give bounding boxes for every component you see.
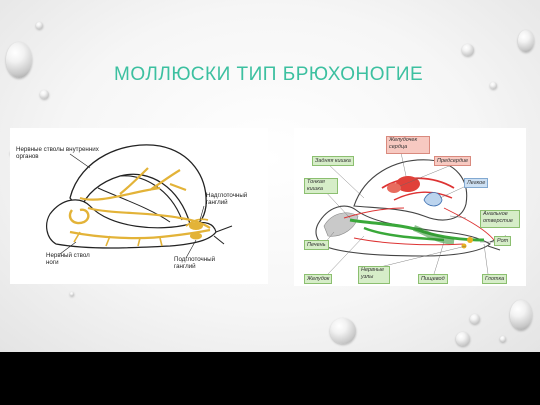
water-drop bbox=[470, 314, 480, 324]
water-drop bbox=[490, 82, 497, 89]
label-atrium: Предсердие bbox=[434, 156, 472, 166]
label-pharynx: Глотка bbox=[482, 274, 508, 284]
water-drop bbox=[6, 42, 32, 78]
water-drop bbox=[40, 90, 49, 99]
label-sub-ganglion: Подглоточный ганглий bbox=[174, 256, 216, 270]
snail-nervous-system-drawing bbox=[46, 144, 233, 259]
label-esophagus: Пищевод bbox=[418, 274, 448, 284]
label-nerve-trunks: Нервные стволы внутренних органов bbox=[16, 146, 99, 160]
label-mouth: Рот bbox=[494, 236, 512, 246]
water-drop bbox=[500, 336, 506, 342]
water-drop bbox=[70, 292, 74, 296]
label-thin-gut: Тонкая кишка bbox=[304, 178, 338, 194]
label-nerve-nodes: Нервные узлы bbox=[358, 266, 390, 284]
water-drop bbox=[510, 300, 532, 330]
snail-anatomy-drawing bbox=[315, 147, 507, 275]
label-stomach: Желудок bbox=[304, 274, 333, 284]
water-drop bbox=[456, 332, 470, 346]
slide-title: МОЛЛЮСКИ ТИП БРЮХОНОГИЕ bbox=[114, 64, 424, 85]
label-foot-trunk: Нервный ствол ноги bbox=[46, 252, 90, 266]
internal-organs-diagram: Желудочек сердца Задняя кишка Предсердие… bbox=[294, 128, 526, 286]
slide: МОЛЛЮСКИ ТИП БРЮХОНОГИЕ bbox=[0, 0, 540, 352]
nervous-system-diagram: Нервные стволы внутренних органов Надгло… bbox=[10, 128, 268, 284]
water-drop bbox=[462, 44, 474, 56]
label-anal-opening: Анальное отверстие bbox=[480, 210, 520, 228]
label-hindgut: Задняя кишка bbox=[312, 156, 354, 166]
water-drop bbox=[330, 318, 356, 344]
water-drop bbox=[518, 30, 534, 52]
label-lung: Легкое bbox=[464, 178, 489, 188]
letterbox-bar bbox=[0, 352, 540, 405]
water-drop bbox=[36, 22, 43, 29]
label-supra-ganglion: Надглоточный ганглий bbox=[206, 192, 248, 206]
label-heart-ventricle: Желудочек сердца bbox=[386, 136, 430, 154]
label-liver: Печень bbox=[304, 240, 329, 250]
